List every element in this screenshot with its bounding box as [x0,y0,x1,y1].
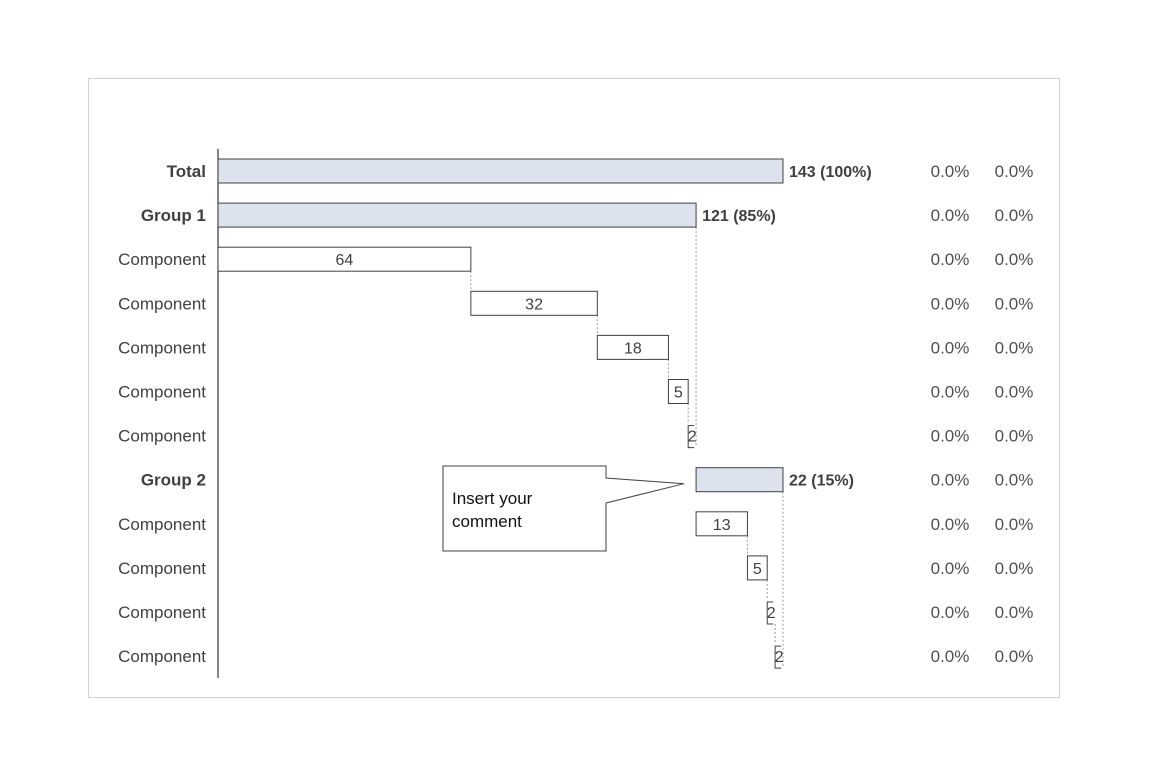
category-label: Component [118,603,206,622]
category-label: Component [118,294,206,313]
column2-value: 0.0% [995,515,1034,534]
column2-value: 0.0% [995,603,1034,622]
chart-frame [88,78,1060,698]
value-label: 2 [767,605,776,622]
column2-value: 0.0% [995,427,1034,446]
column1-value: 0.0% [931,294,970,313]
category-label: Group 1 [141,206,206,225]
component-bar [667,379,689,404]
component-bar [687,425,695,449]
column1-value: 0.0% [931,515,970,534]
component-bar [766,601,774,625]
column1-value: 0.0% [931,427,970,446]
value-label: 32 [525,296,543,313]
column2-value: 0.0% [995,647,1034,666]
value-label: 18 [624,340,642,357]
column2-value: 0.0% [995,162,1034,181]
column2-value: 0.0% [995,206,1034,225]
column1-value: 0.0% [931,383,970,402]
column1-value: 0.0% [931,162,970,181]
category-label: Component [118,647,206,666]
value-label: 2 [688,429,697,446]
column2-value: 0.0% [995,471,1034,490]
category-label: Component [118,383,206,402]
component-bar [470,290,598,316]
column2-value: 0.0% [995,338,1034,357]
value-label: 64 [336,252,354,269]
column2-value: 0.0% [995,383,1034,402]
component-bar [746,555,768,581]
column2-value: 0.0% [995,294,1034,313]
value-label: 5 [753,561,762,578]
component-bar [217,246,472,272]
value-label: 2 [775,649,784,666]
value-label: 13 [713,517,731,534]
component-bar [774,645,782,669]
column1-value: 0.0% [931,250,970,269]
group-bar [217,158,784,184]
component-bar [695,511,748,537]
value-label: 22 (15%) [789,473,854,490]
column2-value: 0.0% [995,250,1034,269]
column2-value: 0.0% [995,559,1034,578]
component-bar [596,334,669,360]
column1-value: 0.0% [931,559,970,578]
category-label: Component [118,427,206,446]
value-label: 143 (100%) [789,164,872,181]
column1-value: 0.0% [931,603,970,622]
column1-value: 0.0% [931,338,970,357]
comment-callout-text[interactable]: Insert your comment [452,489,533,531]
category-label: Group 2 [141,471,206,490]
value-label: 5 [674,385,683,402]
category-label: Component [118,250,206,269]
category-label: Total [167,162,206,181]
group-bar [217,202,697,228]
group-bar [695,467,784,493]
value-label: 121 (85%) [702,208,776,225]
comment-callout [442,465,685,552]
column1-value: 0.0% [931,206,970,225]
category-label: Component [118,338,206,357]
column1-value: 0.0% [931,471,970,490]
column1-value: 0.0% [931,647,970,666]
category-label: Component [118,559,206,578]
category-label: Component [118,515,206,534]
